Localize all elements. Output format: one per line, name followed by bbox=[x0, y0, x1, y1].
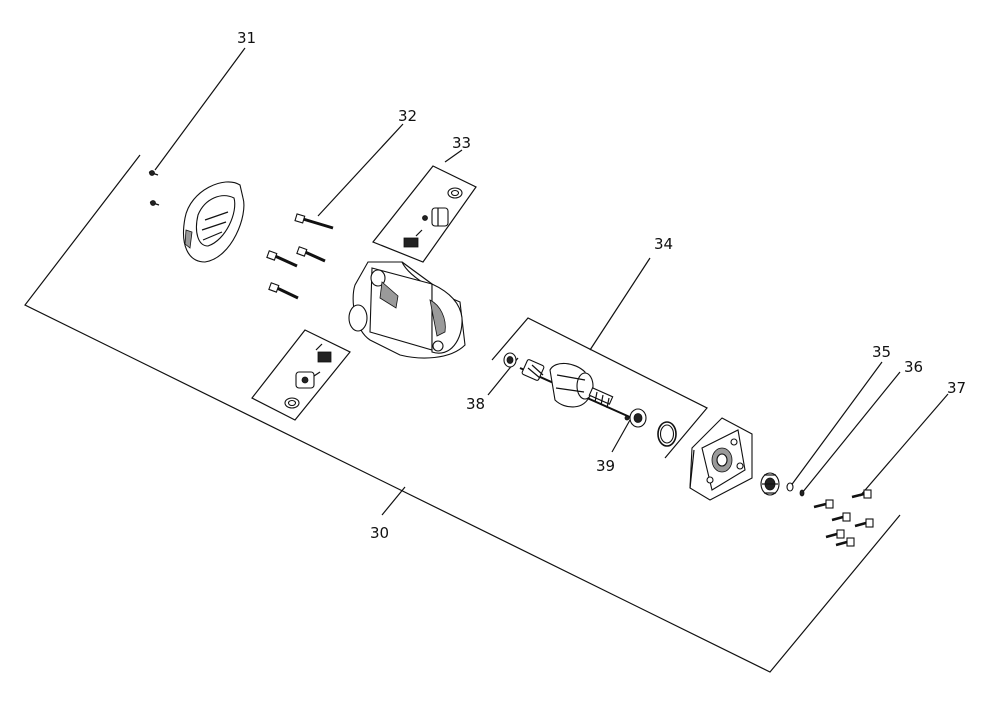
screw-37-b bbox=[851, 489, 872, 499]
pinion-gear bbox=[760, 472, 780, 496]
bracket-33 bbox=[372, 149, 477, 263]
label-36: 36 bbox=[904, 358, 923, 376]
screw-32-b bbox=[296, 246, 326, 263]
screw-31-upper bbox=[148, 170, 159, 176]
brush-cap-lower bbox=[284, 397, 300, 409]
label-39: 39 bbox=[596, 457, 615, 475]
end-cover-31 bbox=[183, 181, 245, 263]
label-30: 30 bbox=[370, 524, 389, 542]
label-34: 34 bbox=[654, 235, 673, 253]
assembly-bracket-30 bbox=[24, 154, 901, 673]
screw-32-d bbox=[268, 282, 299, 300]
leader-lines bbox=[154, 47, 949, 497]
label-32: 32 bbox=[398, 107, 417, 125]
gear-housing bbox=[689, 417, 753, 501]
bearing-38 bbox=[503, 352, 517, 368]
carbon-brush-lower bbox=[315, 343, 332, 363]
label-38: 38 bbox=[466, 395, 485, 413]
brush-cap-33 bbox=[447, 187, 463, 199]
screw-32-a bbox=[294, 213, 334, 230]
screw-37-c bbox=[831, 512, 851, 522]
carbon-brush-33 bbox=[403, 229, 423, 248]
brush-holder-lower bbox=[295, 371, 321, 389]
screw-31-lower bbox=[149, 200, 160, 206]
label-33: 33 bbox=[452, 134, 471, 152]
stator-housing bbox=[348, 261, 466, 359]
armature-rotor bbox=[519, 359, 633, 419]
bracket-lower-brush bbox=[251, 329, 351, 421]
bearing-39 bbox=[624, 408, 647, 428]
label-31: 31 bbox=[237, 29, 256, 47]
screw-37-e bbox=[825, 529, 845, 539]
screw-32-c bbox=[266, 250, 298, 268]
pin-36 bbox=[799, 489, 805, 497]
screw-37-f bbox=[835, 537, 855, 547]
bracket-34 bbox=[491, 257, 708, 459]
o-ring bbox=[657, 421, 677, 447]
label-35: 35 bbox=[872, 343, 891, 361]
ring-35 bbox=[786, 482, 794, 492]
brush-holder-33 bbox=[422, 207, 449, 227]
label-37: 37 bbox=[947, 379, 966, 397]
screw-37-d bbox=[854, 518, 874, 528]
screw-37-a bbox=[813, 499, 834, 509]
